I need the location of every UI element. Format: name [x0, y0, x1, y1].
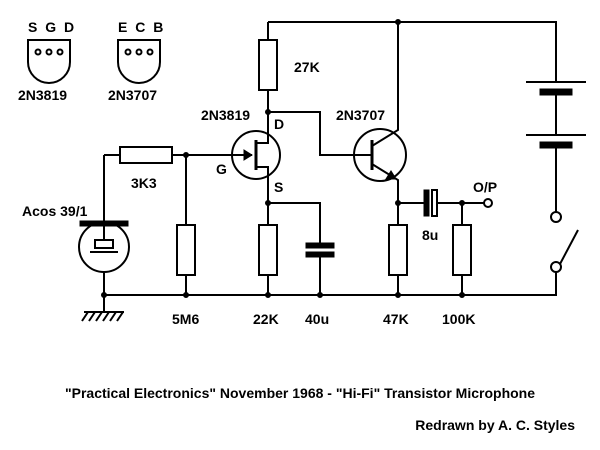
resistor-3k3: [119, 146, 173, 164]
resistor-27k: [258, 39, 278, 91]
bjt-pinout: E C B 2N3707: [108, 19, 165, 103]
jfet-gate-arrow: [243, 149, 253, 161]
resistor-22k: [258, 224, 278, 276]
jfet-pin-labels: S G D: [28, 19, 76, 35]
bjt-transistor-q2: [353, 122, 407, 188]
capacitor-40u: [305, 242, 335, 258]
ground-hatch: [109, 311, 117, 322]
junction-dot: [317, 292, 323, 298]
bjt-pin-c: [135, 48, 143, 56]
microphone-label: Acos 39/1: [22, 203, 88, 219]
junction-dot: [395, 292, 401, 298]
output-label: O/P: [473, 179, 497, 195]
resistor-3k3-label: 3K3: [131, 175, 157, 191]
junction-dot: [459, 292, 465, 298]
junction-dot: [395, 200, 401, 206]
junction-dot: [265, 292, 271, 298]
resistor-27k-label: 27K: [294, 59, 320, 75]
capacitor-8u: [423, 189, 438, 217]
junction-dot: [265, 109, 271, 115]
bjt-pinout-outline: [117, 39, 161, 84]
diagram-title: "Practical Electronics" November 1968 - …: [65, 385, 535, 401]
switch-lever: [559, 229, 579, 265]
capacitor-40u-plate-bottom: [305, 251, 335, 258]
resistor-5m6: [176, 224, 196, 276]
battery-symbol: [526, 81, 586, 149]
capacitor-8u-label: 8u: [422, 227, 438, 243]
q1-source-label: S: [274, 179, 283, 195]
output-terminal: [483, 198, 493, 208]
q2-part-label: 2N3707: [336, 107, 385, 123]
switch-contact-top: [550, 211, 562, 223]
ground-hatch: [102, 311, 110, 322]
junction-dot: [183, 292, 189, 298]
q1-gate-label: G: [216, 161, 227, 177]
resistor-47k-label: 47K: [383, 311, 409, 327]
junction-dot: [101, 292, 107, 298]
bjt-emitter-lead: [371, 163, 399, 188]
capacitor-40u-label: 40u: [305, 311, 329, 327]
resistor-100k: [452, 224, 472, 276]
q1-drain-label: D: [274, 116, 284, 132]
ground-hatch: [95, 311, 103, 322]
q1-part-label: 2N3819: [201, 107, 250, 123]
bottom-rail-wire: [104, 272, 557, 296]
diagram-credit: Redrawn by A. C. Styles: [415, 417, 575, 433]
jfet-pin-g: [45, 48, 53, 56]
junction-dot: [395, 19, 401, 25]
drain-to-base-wire: [268, 111, 358, 156]
jfet-transistor-q1: [231, 128, 281, 182]
bjt-pin-e: [124, 48, 132, 56]
jfet-pinout-part: 2N3819: [18, 87, 67, 103]
capacitor-40u-plate-top: [305, 242, 335, 249]
battery-cell-2-minus: [539, 141, 573, 149]
jfet-pin-d: [56, 48, 64, 56]
junction-dot: [265, 200, 271, 206]
bjt-pin-b: [146, 48, 154, 56]
resistor-47k: [388, 224, 408, 276]
jfet-drain-lead: [256, 128, 269, 144]
switch-contact-bottom: [550, 261, 562, 273]
source-to-cap-wire: [268, 202, 321, 245]
ground-symbol: [81, 311, 124, 322]
junction-dots: [101, 19, 465, 298]
bjt-emitter-arrow: [385, 170, 397, 180]
capacitor-8u-plate-left: [423, 189, 430, 217]
ground-hatch: [116, 311, 124, 322]
resistor-100k-label: 100K: [442, 311, 475, 327]
microphone-symbol: [78, 220, 130, 273]
resistor-22k-label: 22K: [253, 311, 279, 327]
battery-cell-1-minus: [539, 88, 573, 96]
ground-hatch: [81, 311, 89, 322]
bjt-body: [353, 128, 407, 182]
ground-hatch: [88, 311, 96, 322]
resistor-5m6-label: 5M6: [172, 311, 199, 327]
capacitor-8u-plate-right: [431, 189, 438, 217]
power-switch: [550, 211, 579, 273]
circuit-wires: [103, 21, 557, 312]
bjt-pin-labels: E C B: [118, 19, 165, 35]
jfet-pinout-outline: [27, 39, 71, 84]
microphone-diaphragm: [79, 220, 129, 227]
top-rail-wire: [268, 21, 557, 82]
jfet-source-lead: [256, 166, 269, 182]
junction-dot: [183, 152, 189, 158]
jfet-pinout: S G D 2N3819: [18, 19, 76, 103]
bjt-pinout-part: 2N3707: [108, 87, 157, 103]
bjt-collector-lead: [371, 122, 399, 147]
junction-dot: [459, 200, 465, 206]
jfet-pin-s: [34, 48, 42, 56]
microphone-element: [94, 239, 114, 249]
